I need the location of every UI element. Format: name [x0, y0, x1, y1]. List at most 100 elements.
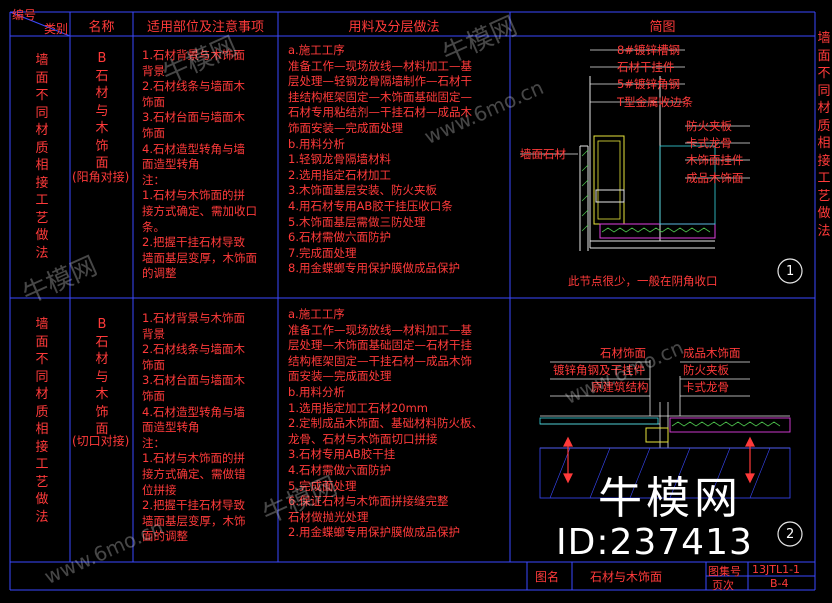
title-atlas-no: 13JTL1-1: [752, 563, 801, 576]
method-line: a.施工工序: [288, 307, 345, 321]
scope-line: 1.石材与木饰面的拼: [142, 188, 245, 203]
method-line: 2.定制成品木饰面、基础材料防火板、: [288, 416, 483, 431]
method-line: 准备工作—现场放线—材料加工—基: [288, 58, 472, 73]
scope-line: 1.石材与木饰面的拼: [142, 451, 245, 466]
brand-logo-text: 牛模网: [598, 473, 742, 524]
scope-line: 注：: [142, 435, 165, 450]
sketch-1-corner-detail: [520, 49, 803, 284]
method-line: 5.完成面处理: [288, 478, 357, 493]
label-keel: 卡式龙骨: [686, 136, 732, 150]
angle-bracket: [645, 427, 669, 443]
scope-line: 2.把握干挂石材导致: [142, 498, 245, 513]
scope-line: 饰面: [142, 388, 165, 403]
scope-line: 接方式确定、需做错: [142, 466, 246, 481]
scope-line: 饰面: [142, 94, 165, 109]
scope-line: 注：: [142, 172, 165, 187]
header-scope: 适用部位及注意事项: [146, 20, 264, 35]
method-line: 石材做抛光处理: [288, 509, 369, 524]
scope-line: 的调整: [142, 266, 177, 281]
row1-scope: 1.石材背景与木饰面 背景 2.石材线条与墙面木 饰面 3.石材台面与墙面木 饰…: [142, 48, 276, 282]
scope-line: 4.石材造型转角与墙: [142, 141, 245, 156]
structure-base: [539, 447, 791, 499]
row2-scope: 1.石材背景与木饰面 背景 2.石材线条与墙面木 饰面 3.石材台面与墙面木 饰…: [142, 311, 276, 545]
label-angle-hanger: 镀锌角钢及干挂件: [553, 363, 645, 377]
row1-method: a.施工工序 准备工作—现场放线—材料加工—基 层处理—轻钢龙骨隔墙制作—石材干…: [288, 43, 510, 277]
marker-1-number: 1: [786, 264, 795, 279]
method-line: 结构框架固定—干挂石材—成品木饰: [288, 353, 472, 368]
method-line: 6.石材需做六面防护: [288, 230, 391, 245]
method-line: 3.石材专用AB胶干挂: [288, 447, 396, 462]
label-keel-2: 卡式龙骨: [683, 380, 729, 394]
method-line: 7.完成面处理: [288, 245, 357, 260]
scope-line: 饰面: [142, 125, 165, 140]
scope-line: 背景: [142, 326, 165, 341]
scope-line: 背景: [142, 63, 165, 78]
hanger-bolt: [595, 189, 625, 203]
marker-2-number: 2: [786, 527, 795, 542]
scope-line: 面的调整: [142, 529, 188, 544]
title-page-label: 页次: [712, 579, 734, 592]
method-line: 4.石材需做六面防护: [288, 462, 391, 477]
method-line: 6.保证石材与木饰面拼接缝完整: [288, 494, 449, 509]
row2-method: a.施工工序 准备工作—现场放线—材料加工—基 层处理—木饰面基础固定—石材干挂…: [288, 307, 510, 541]
method-line: 1.轻钢龙骨隔墙材料: [288, 152, 391, 167]
label-building-structure: 原建筑结构: [591, 380, 649, 394]
scope-line: 1.石材背景与木饰面: [142, 311, 245, 325]
method-line: 1.选用指定加工石材20mm: [288, 400, 429, 415]
method-line: 2.用金蝶螂专用保护膜做成品保护: [288, 525, 460, 540]
method-line: 石材专用粘结剂—干挂石材—成品木: [288, 105, 472, 120]
method-line: 3.木饰面基层安装、防火夹板: [288, 183, 437, 198]
header-method: 用料及分层做法: [348, 20, 440, 35]
label-t-edge: T型金属收边条: [617, 95, 694, 109]
sketch-1-caption: 此节点很少，一般在阴角收口: [568, 274, 718, 288]
method-line: 层处理—轻钢龙骨隔墙制作—石材干: [288, 74, 472, 89]
method-line: a.施工工序: [288, 43, 345, 57]
method-line: 5.木饰面基层需做三防处理: [288, 214, 426, 229]
label-fireproof-board: 防火夹板: [686, 119, 732, 133]
scope-line: 2.把握干挂石材导致: [142, 235, 245, 250]
label-angle-steel: 5#镀锌角钢: [617, 77, 680, 91]
scope-line: 墙面基层变厚，木饰面: [142, 250, 257, 265]
row2-name-suffix: (切口对接): [72, 434, 130, 448]
label-stone-finish: 石材饰面: [600, 346, 646, 360]
sketch-2-section-detail: [539, 360, 803, 547]
scope-line: 位拼接: [142, 482, 177, 497]
label-wood-hanger: 木饰面挂件: [686, 153, 744, 167]
scope-line: 墙面基层变厚，木饰: [142, 513, 246, 528]
marker-circle-1: [777, 258, 803, 284]
label-wall-stone: 墙面石材: [520, 147, 566, 161]
row2-category: 墙面不同材质相接工艺做法: [35, 317, 49, 525]
method-line: 4.用石材专用AB胶干挂压收口条: [288, 198, 453, 213]
channel-steel: [593, 135, 625, 225]
scope-line: 面造型转角: [142, 157, 200, 172]
title-drawing-name: 石材与木饰面: [590, 570, 663, 584]
row1-name-suffix: (阳角对接): [72, 170, 130, 184]
label-finished-wood: 成品木饰面: [686, 171, 744, 185]
marker-circle-2: [777, 521, 803, 547]
row1-category: 墙面不同材质相接工艺做法: [35, 53, 49, 261]
header-corner-top: 编号: [12, 8, 37, 22]
header-sketch: 简图: [649, 20, 676, 35]
scope-line: 饰面: [142, 357, 165, 372]
method-line: 饰面安装—完成面处理: [288, 120, 403, 135]
row2-name: B石材与木饰面: [95, 317, 109, 437]
header-name: 名称: [88, 20, 115, 35]
label-fireproof-board-2: 防火夹板: [683, 363, 729, 377]
label-stone-hanger: 石材干挂件: [617, 60, 675, 74]
method-line: 层处理—木饰面基础固定—石材干挂: [288, 338, 472, 353]
scope-line: 4.石材造型转角与墙: [142, 404, 245, 419]
scope-line: 2.石材线条与墙面木: [142, 342, 245, 357]
method-line: 准备工作—现场放线—材料加工—基: [288, 322, 472, 337]
scope-line: 面造型转角: [142, 420, 200, 435]
method-line: 挂结构框架固定—木饰面基础固定—: [288, 89, 472, 104]
side-category-text: 墙面不同材质相接工艺做法: [817, 31, 831, 239]
title-page: B-4: [770, 577, 789, 590]
title-atlas-label: 图集号: [708, 565, 741, 578]
scope-line: 3.石材台面与墙面木: [142, 373, 245, 388]
label-channel-steel: 8#镀锌槽钢: [617, 43, 680, 57]
scope-line: 2.石材线条与墙面木: [142, 79, 245, 94]
method-line: b.用料分析: [288, 384, 345, 399]
wood-facing-band: [599, 223, 716, 239]
